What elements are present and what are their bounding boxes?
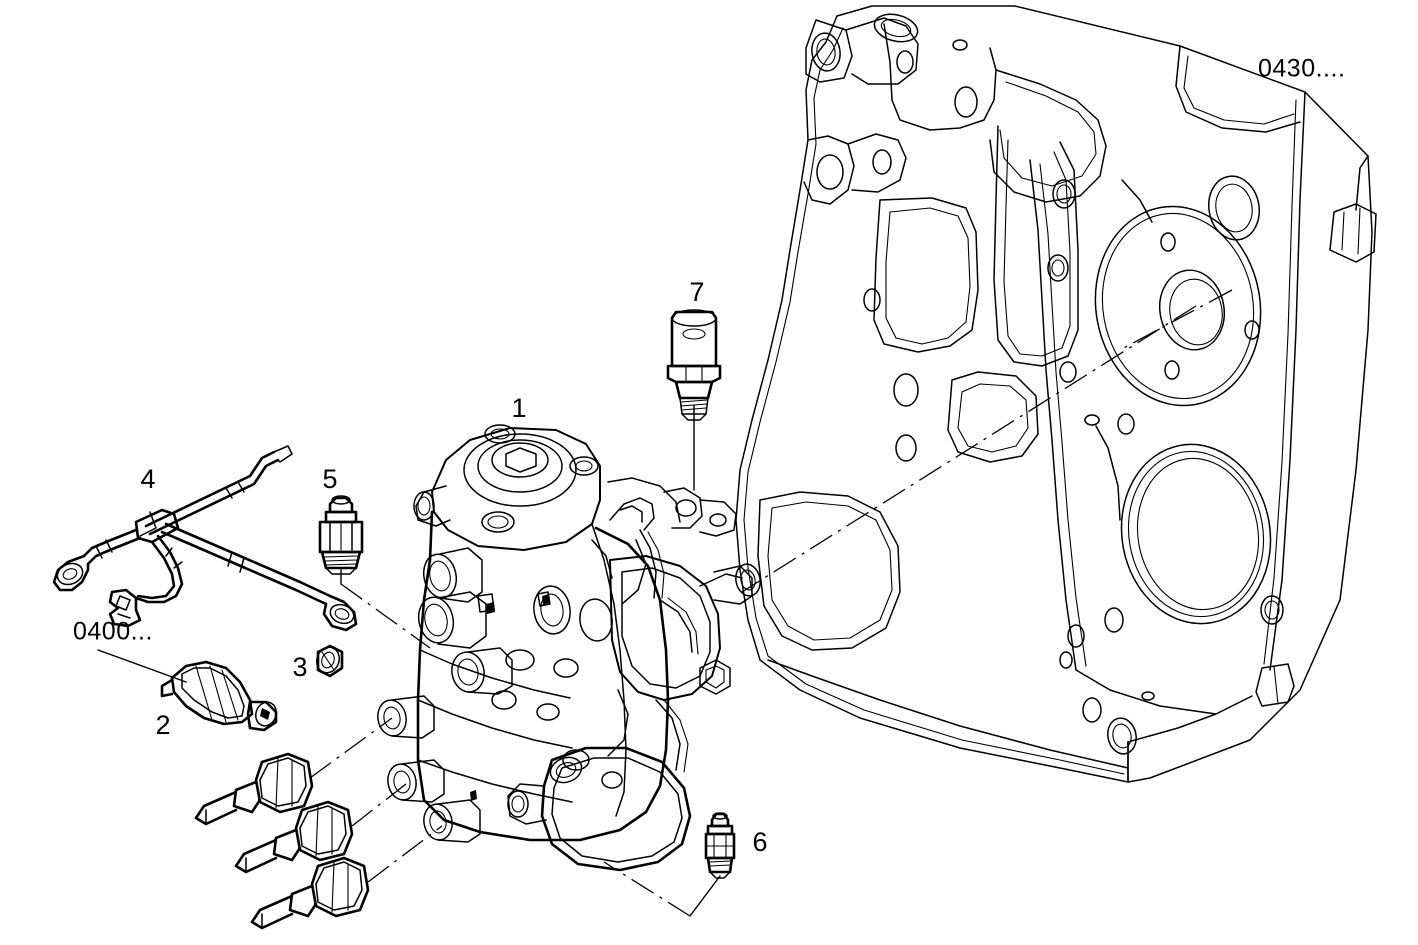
pump-axis-centerline (741, 305, 1197, 593)
leader-6 (689, 875, 721, 917)
bore-centerline-short (1119, 289, 1233, 351)
part-4-wiring-harness (52, 445, 358, 632)
injector-fitting-2 (234, 800, 354, 874)
part-2-temperature-sensor (160, 660, 278, 732)
fuel-injection-pump (377, 424, 761, 872)
group-label-0400: 0400... (73, 618, 153, 646)
callout-4: 4 (140, 464, 155, 494)
leader-0400 (97, 649, 187, 683)
callout-7: 7 (689, 277, 704, 307)
callout-3: 3 (292, 652, 307, 682)
callout-5: 5 (322, 464, 337, 494)
injector-line-fittings (194, 717, 443, 930)
part-6-banjo-fitting (704, 812, 736, 879)
group-label-0430: 0430.... (1258, 55, 1345, 83)
assembly-line-5 (340, 583, 431, 649)
delivery-valve-holders (377, 695, 481, 843)
part-5-solenoid-valve (318, 495, 364, 575)
assembly-line-6 (603, 861, 691, 917)
callout-1: 1 (511, 393, 526, 423)
pump-suction-ports (417, 547, 513, 695)
injector-fitting-1 (194, 752, 314, 826)
part-7-pressure-switch (666, 309, 722, 421)
injector-fitting-3 (250, 856, 370, 930)
timing-gear-housing (735, 5, 1377, 783)
callout-6: 6 (752, 827, 767, 857)
callout-2: 2 (155, 710, 170, 740)
part-3-hex-nut (315, 644, 344, 678)
